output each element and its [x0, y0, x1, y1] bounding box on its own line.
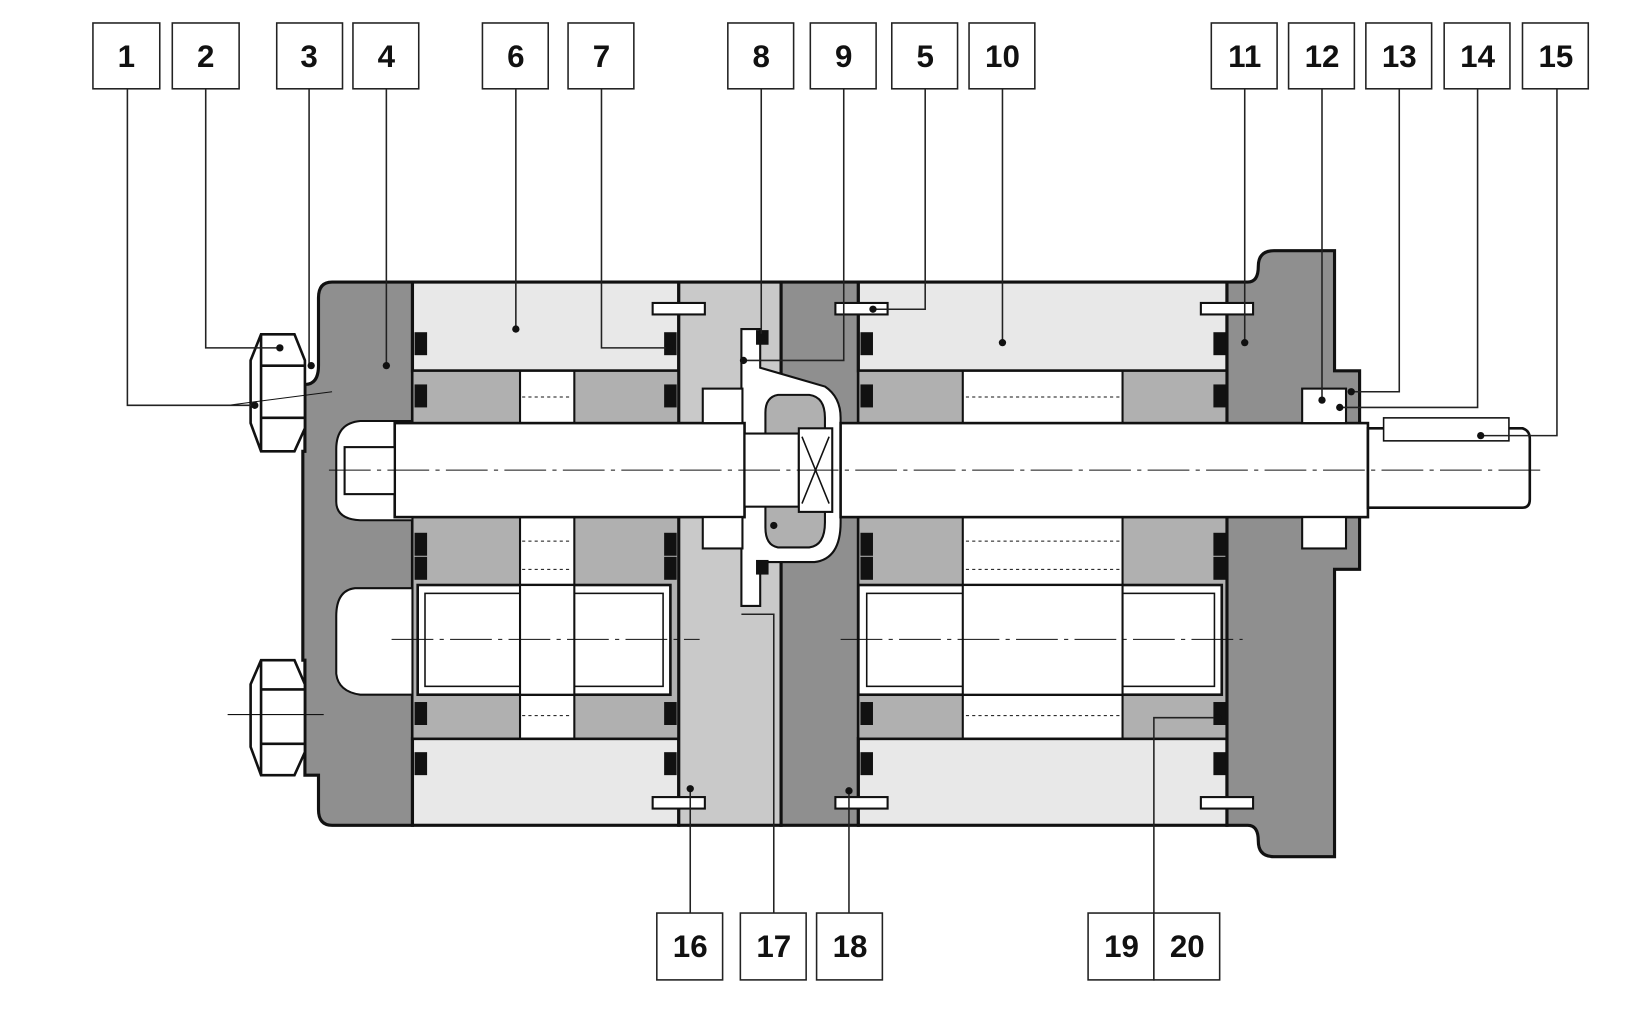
label-text: 1 — [118, 39, 135, 74]
label-6: 6 — [481, 22, 550, 90]
leader-lines — [126, 88, 1558, 914]
label-5: 5 — [890, 22, 959, 90]
label-15: 15 — [1521, 22, 1590, 90]
label-17: 17 — [739, 912, 807, 981]
shaft-key — [1382, 417, 1510, 442]
label-text: 12 — [1305, 39, 1340, 74]
label-8: 8 — [727, 22, 795, 90]
label-7: 7 — [567, 22, 635, 90]
label-text: 13 — [1382, 39, 1417, 74]
label-text: 4 — [378, 39, 396, 74]
label-text: 14 — [1460, 39, 1495, 74]
body-section-1-bottom — [410, 737, 681, 827]
shafts — [328, 417, 1546, 697]
label-13: 13 — [1365, 22, 1433, 90]
label-14: 14 — [1443, 22, 1511, 90]
label-text: 11 — [1228, 39, 1261, 74]
label-text: 17 — [756, 929, 791, 964]
label-text: 3 — [300, 39, 317, 74]
front-cover-cavity-lower — [335, 587, 414, 696]
nut-upper — [249, 332, 307, 453]
bottom-labels: 16 17 18 19 20 — [656, 912, 1221, 981]
label-text: 5 — [916, 39, 933, 74]
label-text: 18 — [833, 929, 868, 964]
label-text: 10 — [985, 39, 1020, 74]
seals-and-pins — [414, 301, 1348, 810]
label-10: 10 — [968, 22, 1036, 90]
shaft-extension — [1366, 427, 1532, 510]
pump-body — [301, 249, 1362, 859]
body-section-2-top — [856, 280, 1229, 373]
body-section-1-top — [410, 280, 681, 373]
label-4: 4 — [352, 22, 420, 90]
label-2: 2 — [171, 22, 240, 90]
label-18: 18 — [815, 912, 884, 981]
label-1: 1 — [92, 22, 161, 90]
nut-lower — [249, 658, 307, 777]
label-text: 8 — [753, 39, 770, 74]
label-text: 15 — [1538, 39, 1573, 74]
label-3: 3 — [275, 22, 344, 90]
label-text: 6 — [507, 39, 524, 74]
label-12: 12 — [1287, 22, 1356, 90]
label-19: 19 — [1087, 912, 1155, 981]
label-text: 7 — [593, 39, 610, 74]
label-11: 11 — [1210, 22, 1278, 90]
label-text: 20 — [1170, 929, 1205, 964]
label-text: 9 — [835, 39, 852, 74]
label-16: 16 — [656, 912, 724, 981]
label-text: 16 — [673, 929, 708, 964]
nuts — [227, 332, 333, 777]
front-cover — [301, 280, 415, 827]
label-text: 2 — [197, 39, 214, 74]
label-9: 9 — [809, 22, 877, 90]
top-labels: 1 2 3 4 6 7 8 9 5 10 11 12 13 14 15 — [92, 22, 1590, 90]
label-20: 20 — [1153, 912, 1221, 981]
label-text: 19 — [1104, 929, 1139, 964]
body-section-2-bottom — [856, 737, 1229, 827]
